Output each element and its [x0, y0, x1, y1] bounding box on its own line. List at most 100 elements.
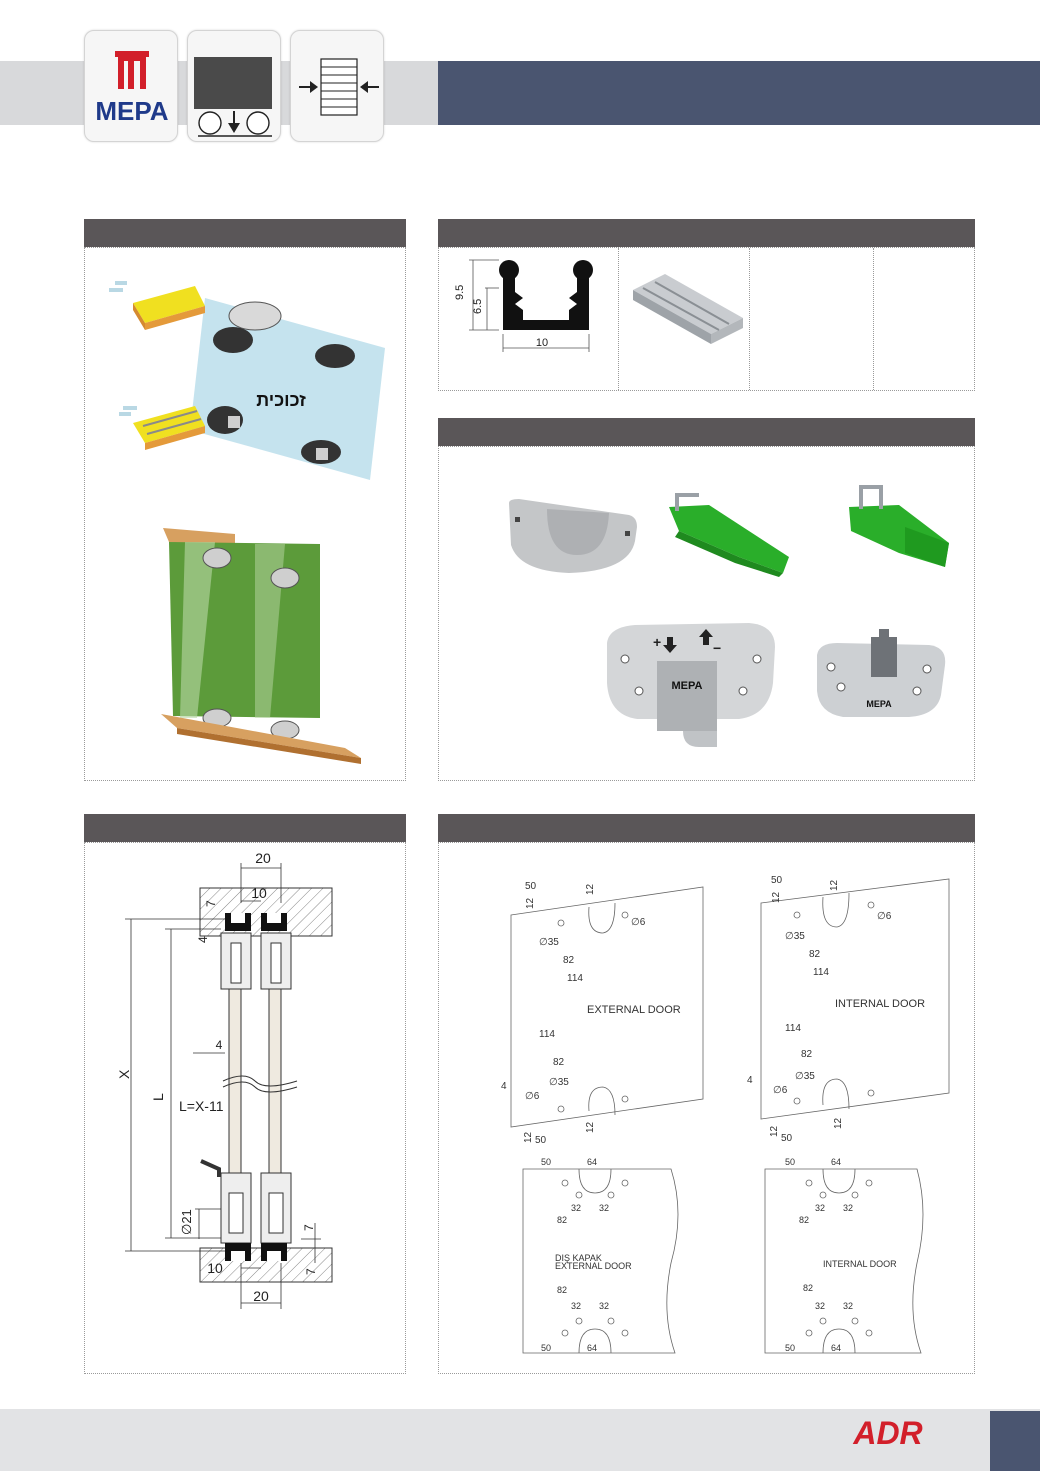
svg-text:50: 50 — [541, 1157, 551, 1167]
svg-text:50: 50 — [541, 1343, 551, 1353]
svg-text:20: 20 — [255, 850, 271, 866]
svg-text:∅35: ∅35 — [785, 931, 805, 942]
svg-text:114: 114 — [539, 1029, 555, 1040]
svg-text:12: 12 — [769, 1125, 780, 1137]
svg-text:20: 20 — [253, 1288, 269, 1304]
adr-logo: ADR — [832, 1414, 944, 1452]
svg-text:L: L — [150, 1093, 166, 1101]
svg-text:∅35: ∅35 — [795, 1071, 815, 1082]
svg-text:32: 32 — [599, 1301, 609, 1311]
svg-text:MEPA: MEPA — [95, 96, 168, 126]
cell-divider — [749, 248, 750, 390]
svg-text:32: 32 — [599, 1203, 609, 1213]
brand-logo-tile: MEPA — [84, 30, 178, 142]
svg-text:4: 4 — [196, 936, 210, 943]
svg-text:12: 12 — [525, 897, 536, 909]
svg-text:MEPA: MEPA — [866, 699, 892, 709]
svg-text:50: 50 — [535, 1135, 547, 1146]
svg-text:10: 10 — [251, 885, 267, 901]
svg-text:∅6: ∅6 — [773, 1085, 788, 1096]
svg-text:7: 7 — [204, 900, 218, 907]
svg-text:114: 114 — [813, 967, 829, 978]
svg-text:64: 64 — [831, 1157, 841, 1167]
svg-text:12: 12 — [523, 1131, 534, 1143]
top-roller-icon-tile — [187, 30, 281, 142]
svg-text:32: 32 — [571, 1203, 581, 1213]
svg-text:9.5: 9.5 — [454, 285, 466, 300]
svg-text:32: 32 — [815, 1301, 825, 1311]
drilling-panel-bar — [438, 814, 975, 842]
svg-text:7: 7 — [304, 1268, 318, 1275]
svg-text:∅35: ∅35 — [549, 1077, 569, 1088]
svg-text:EXTERNAL DOOR: EXTERNAL DOOR — [587, 1004, 681, 1016]
svg-text:DIŞ KAPAK: DIŞ KAPAK — [555, 1253, 602, 1263]
panel-clamp-icon-tile — [290, 30, 384, 142]
svg-text:4: 4 — [747, 1075, 753, 1086]
profile-photo — [633, 274, 743, 344]
svg-text:12: 12 — [585, 883, 596, 895]
svg-text:50: 50 — [785, 1157, 795, 1167]
svg-text:82: 82 — [809, 949, 821, 960]
svg-text:114: 114 — [785, 1023, 801, 1034]
footer-band — [0, 1409, 1040, 1471]
svg-text:10: 10 — [207, 1260, 223, 1276]
section-panel: 20 10 7 4 4 X L L=X-11 ∅21 7 7 10 20 — [84, 842, 406, 1374]
svg-text:82: 82 — [801, 1049, 813, 1060]
profile-panel: 9.5 6.5 10 — [438, 247, 975, 391]
svg-text:10: 10 — [536, 337, 548, 349]
svg-text:EXTERNAL DOOR: EXTERNAL DOOR — [555, 1261, 632, 1271]
svg-text:50: 50 — [771, 875, 783, 886]
svg-text:−: − — [713, 640, 721, 656]
svg-text:∅6: ∅6 — [631, 917, 646, 928]
cell-divider — [873, 248, 874, 390]
svg-text:7: 7 — [302, 1224, 316, 1231]
installation-panel-bar — [84, 219, 406, 247]
svg-text:82: 82 — [563, 955, 575, 966]
svg-text:64: 64 — [831, 1343, 841, 1353]
glass-label: זכוכית — [256, 390, 306, 410]
svg-text:50: 50 — [781, 1133, 793, 1144]
svg-text:∅21: ∅21 — [179, 1209, 194, 1235]
footer-page-tab — [990, 1411, 1040, 1471]
svg-text:64: 64 — [587, 1343, 597, 1353]
header-band-right — [438, 61, 1040, 125]
section-panel-bar — [84, 814, 406, 842]
svg-text:50: 50 — [525, 881, 537, 892]
svg-text:∅6: ∅6 — [877, 911, 892, 922]
svg-text:4: 4 — [501, 1081, 507, 1092]
svg-text:6.5: 6.5 — [472, 299, 484, 314]
svg-text:ADR: ADR — [852, 1415, 922, 1451]
svg-text:12: 12 — [833, 1117, 844, 1129]
svg-text:L=X-11: L=X-11 — [179, 1098, 224, 1114]
parts-illustrations: + − MEPA MEPA — [509, 485, 949, 747]
profile-panel-bar — [438, 219, 975, 247]
drilling-panel: 50 12 12 ∅35 ∅6 82 114 EXTERNAL DOOR 114… — [438, 842, 975, 1374]
profile-cross-section: 9.5 6.5 10 — [454, 259, 593, 352]
svg-text:∅35: ∅35 — [539, 937, 559, 948]
svg-text:X: X — [116, 1069, 132, 1079]
drilling-templates: 50 12 12 ∅35 ∅6 82 114 EXTERNAL DOOR 114… — [501, 875, 950, 1354]
svg-text:12: 12 — [585, 1121, 596, 1133]
svg-text:+: + — [653, 634, 661, 650]
svg-text:MEPA: MEPA — [672, 680, 703, 692]
svg-text:82: 82 — [557, 1215, 567, 1225]
svg-text:32: 32 — [815, 1203, 825, 1213]
svg-text:32: 32 — [571, 1301, 581, 1311]
svg-text:4: 4 — [216, 1038, 223, 1052]
installation-illustrations: זכוכית — [109, 281, 385, 764]
svg-text:32: 32 — [843, 1301, 853, 1311]
svg-text:INTERNAL DOOR: INTERNAL DOOR — [823, 1259, 897, 1269]
svg-text:32: 32 — [843, 1203, 853, 1213]
panel-clamp-icon — [299, 58, 379, 116]
svg-text:82: 82 — [799, 1215, 809, 1225]
mepa-logo: MEPA — [95, 51, 169, 126]
cross-section-drawing: 20 10 7 4 4 X L L=X-11 ∅21 7 7 10 20 — [116, 850, 333, 1309]
svg-text:12: 12 — [771, 891, 782, 903]
cell-divider — [618, 248, 619, 390]
svg-text:114: 114 — [567, 973, 583, 984]
svg-text:64: 64 — [587, 1157, 597, 1167]
svg-text:12: 12 — [829, 879, 840, 891]
svg-text:∅6: ∅6 — [525, 1091, 540, 1102]
svg-text:INTERNAL DOOR: INTERNAL DOOR — [835, 998, 925, 1010]
svg-text:50: 50 — [785, 1343, 795, 1353]
